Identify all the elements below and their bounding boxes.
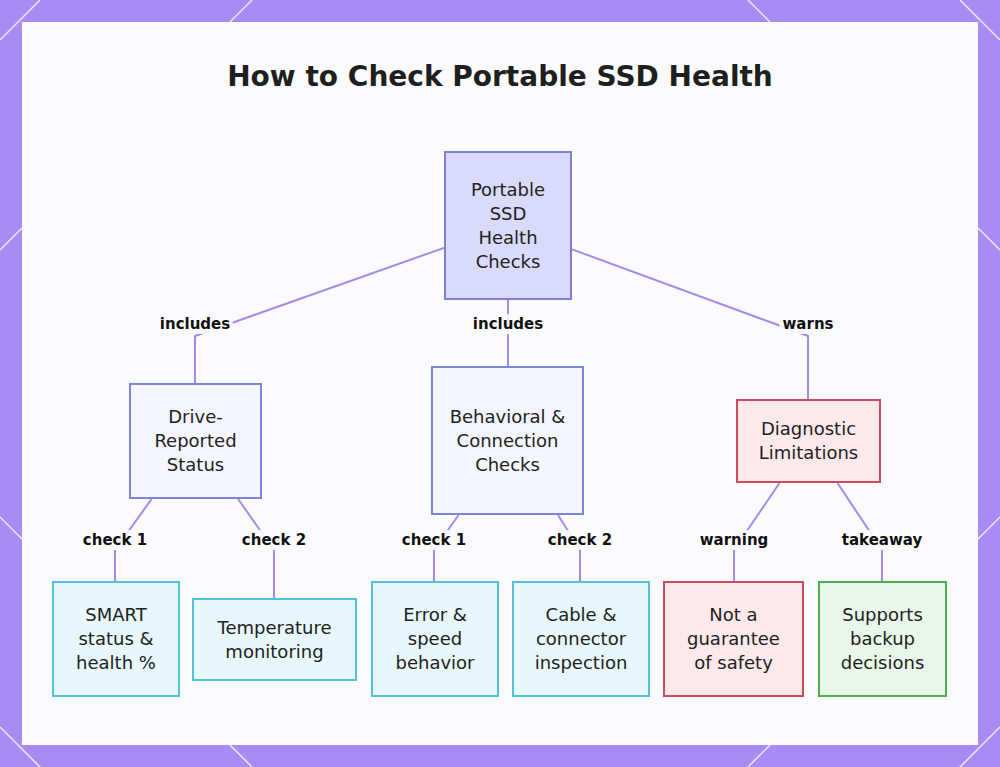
process-box: Cable & connector inspection — [512, 581, 650, 697]
box-label: Error & speed behavior — [385, 603, 485, 675]
process-box: Drive-Reported Status — [129, 383, 262, 499]
process-box: Error & speed behavior — [371, 581, 499, 697]
edge-label: takeaway — [839, 530, 925, 550]
box-text-group: SMART status & health % — [66, 603, 166, 675]
box-label: Drive-Reported Status — [145, 405, 246, 477]
diagram-title: How to Check Portable SSD Health — [0, 60, 1000, 93]
edge-label: check 2 — [239, 530, 309, 550]
box-label: Cable & connector inspection — [524, 603, 638, 675]
box-text-group: Behavioral & Connection Checks — [447, 405, 568, 477]
box-label: Diagnostic Limitations — [746, 417, 871, 465]
edge-label: check 2 — [545, 530, 615, 550]
box-text-group: Diagnostic Limitations — [746, 417, 871, 465]
process-box: Temperature monitoring — [192, 598, 357, 681]
box-text-group: Cable & connector inspection — [524, 603, 638, 675]
edge-label: includes — [470, 314, 546, 334]
box-text-group: Temperature monitoring — [206, 616, 343, 664]
box-label: SMART status & health % — [66, 603, 166, 675]
connector-line — [572, 249, 808, 399]
edge-label: warning — [697, 530, 772, 550]
box-text-group: Portable SSD Health Checks — [464, 178, 552, 274]
edge-label: check 1 — [399, 530, 469, 550]
process-box: Supports backup decisions — [818, 581, 947, 697]
edge-label: warns — [780, 314, 837, 334]
box-label: Behavioral & Connection Checks — [447, 405, 568, 477]
process-box: SMART status & health % — [52, 581, 180, 697]
process-box: Portable SSD Health Checks — [444, 151, 572, 300]
box-text-group: Not a guarantee of safety — [677, 603, 790, 675]
edge-label: includes — [157, 314, 233, 334]
box-label: Portable SSD Health Checks — [464, 178, 552, 274]
process-box: Diagnostic Limitations — [736, 399, 881, 483]
box-label: Not a guarantee of safety — [677, 603, 790, 675]
process-box: Not a guarantee of safety — [663, 581, 804, 697]
box-label: Supports backup decisions — [830, 603, 935, 675]
process-box: Behavioral & Connection Checks — [431, 366, 584, 515]
edge-label: check 1 — [80, 530, 150, 550]
box-text-group: Error & speed behavior — [385, 603, 485, 675]
box-label: Temperature monitoring — [206, 616, 343, 664]
box-text-group: Drive-Reported Status — [145, 405, 246, 477]
box-text-group: Supports backup decisions — [830, 603, 935, 675]
